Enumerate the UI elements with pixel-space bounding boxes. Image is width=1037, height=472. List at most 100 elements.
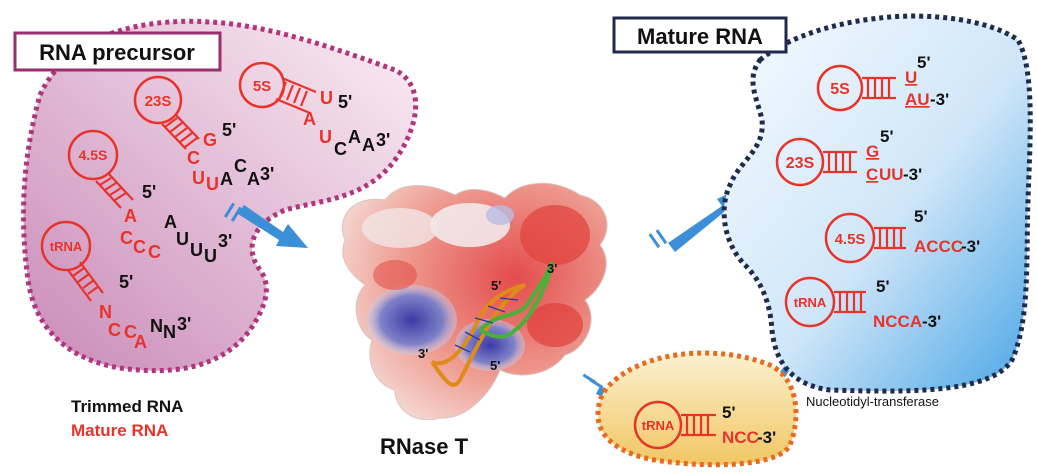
m-loop-5S: [816, 64, 864, 112]
m-loop-tRNA: [784, 276, 836, 328]
m-5S-end: -3': [930, 90, 949, 109]
legend-mature: Mature RNA: [71, 421, 168, 440]
mature-panel: Mature RNA 5S 5' U AU -3' 23S 5': [612, 13, 1033, 394]
m-tRNA-seq: NCCA: [873, 312, 922, 331]
stem-4-5S: [95, 172, 134, 209]
m-tRNA-end: -3': [922, 312, 941, 331]
nt-5S-t2: A: [362, 135, 375, 155]
nt-23S-t2: A: [247, 169, 260, 189]
loop-4-5S: [67, 129, 119, 181]
surface-blob-white-2: [362, 208, 438, 248]
nt-tRNA-t2: 3': [177, 314, 191, 334]
nt-23S-t1: C: [234, 156, 247, 176]
o-stem-tRNA: [681, 413, 716, 437]
surface-blob-blue-3: [486, 205, 514, 225]
stem-tRNA: [67, 261, 104, 302]
nt-5S-t3: 3': [376, 130, 390, 150]
nt-23S-t0: A: [220, 169, 233, 189]
m-4-5S-seq: ACCC: [914, 237, 963, 256]
m-stem-5S: [862, 76, 896, 100]
precursor-tRNA: tRNA 5' N C C A N N 3': [40, 220, 191, 352]
nt-5S-t1: A: [348, 127, 361, 147]
rna-bases: [454, 297, 519, 353]
m-23S-bottom-rest: UU: [879, 165, 904, 184]
m-5S-top: U: [905, 68, 917, 87]
nt-4-5S-t0: A: [164, 212, 177, 232]
o-loop-tRNA-label: tRNA: [642, 418, 675, 433]
m-loop-tRNA-label: tRNA: [794, 295, 827, 310]
mature-tRNA: tRNA 5' NCCA -3': [784, 276, 941, 331]
m-stem-23S: [823, 150, 857, 174]
precursor-blob: [21, 18, 419, 374]
prime5-4-5S: 5': [142, 182, 156, 202]
mature-title-box: [612, 16, 788, 54]
stem-23S: [161, 113, 200, 150]
prime5-5S: 5': [338, 92, 352, 112]
m-loop-4-5S: [824, 212, 876, 264]
precursor-title: RNA precursor: [39, 40, 195, 65]
m-stem-tRNA: [834, 290, 866, 314]
nt-tRNA-m2: C: [124, 322, 137, 342]
m-prime5-4-5S: 5': [914, 207, 928, 226]
surface-blob-red-3: [373, 260, 417, 290]
mature-23S: 23S 5' G C UU -3': [775, 127, 922, 187]
m-prime5-5S: 5': [917, 53, 931, 72]
m-4-5S-end: -3': [961, 237, 980, 256]
nt-5S-m1: A: [303, 109, 316, 129]
nt-4-5S-t2: U: [190, 240, 203, 260]
loop-4-5S-label: 4.5S: [79, 147, 108, 163]
o-prime5-tRNA: 5': [722, 403, 736, 422]
nt-tRNA-t1: N: [163, 322, 176, 342]
nt-tRNA-m3: A: [134, 332, 147, 352]
m-5S-bottom: AU: [905, 90, 930, 109]
nt-5S-t0: C: [334, 139, 347, 159]
nt-23S-m3: U: [206, 174, 219, 194]
precursor-4-5S: 4.5S 5' A C C C A U U U 3': [67, 129, 232, 266]
enzyme-label: Nucleotidyl-transferase: [806, 394, 939, 409]
rna-strand-orange: [430, 283, 527, 387]
loop-23S: [133, 75, 183, 125]
nt-23S-t3: 3': [260, 164, 274, 184]
nt-4-5S-m3: C: [148, 242, 161, 262]
o-tRNA-seq: NCC: [722, 428, 759, 447]
nt-4-5S-t4: 3': [218, 231, 232, 251]
nt-4-5S-t1: U: [176, 229, 189, 249]
nt-4-5S-m0: A: [124, 206, 137, 226]
m-stem-4-5S: [874, 226, 906, 250]
mature-5S: 5S 5' U AU -3': [816, 53, 949, 112]
nt-23S-m1: C: [187, 148, 200, 168]
nt-tRNA-m0: N: [99, 302, 112, 322]
mature-title: Mature RNA: [637, 24, 763, 49]
strand-label-top-3: 3': [547, 261, 557, 276]
nt-tRNA-m1: C: [108, 320, 121, 340]
nt-4-5S-m1: C: [120, 228, 133, 248]
m-23S-bottom-u: C: [866, 165, 878, 184]
o-tRNA-end: -3': [757, 428, 776, 447]
precursor-panel: RNA precursor 5S U 5' A U C A A 3' 23S: [13, 18, 419, 440]
prime5-23S: 5': [222, 120, 236, 140]
nt-4-5S-m2: C: [133, 237, 146, 257]
o-loop-tRNA: [633, 400, 683, 450]
rnase-t-label: RNase T: [380, 434, 469, 459]
m-loop-4-5S-label: 4.5S: [835, 231, 866, 248]
loop-23S-label: 23S: [145, 93, 172, 110]
strand-label-bottom-5: 5': [490, 358, 500, 373]
orange-blob: [595, 350, 799, 468]
mature-4-5S: 4.5S 5' ACCC -3': [824, 207, 980, 264]
rnase-t-structure: 3' 5' 3' 5' RNase T: [341, 182, 608, 459]
rna-strand-green: [478, 261, 554, 339]
precursor-5S: 5S U 5' A U C A A 3': [238, 61, 390, 159]
loop-tRNA-label: tRNA: [50, 239, 83, 254]
m-loop-5S-label: 5S: [830, 81, 850, 98]
mature-blob: [721, 13, 1033, 394]
precursor-23S: 23S G 5' C U U A C A 3': [133, 75, 274, 194]
nt-23S-m2: U: [192, 168, 205, 188]
prime5-tRNA: 5': [119, 272, 133, 292]
loop-tRNA: [40, 220, 92, 272]
nt-4-5S-t3: U: [204, 246, 217, 266]
surface-blob-blue-1: [367, 285, 457, 355]
nt-5S-m2: U: [319, 127, 332, 147]
m-prime5-tRNA: 5': [876, 277, 890, 296]
nt-tRNA-t0: N: [150, 316, 163, 336]
